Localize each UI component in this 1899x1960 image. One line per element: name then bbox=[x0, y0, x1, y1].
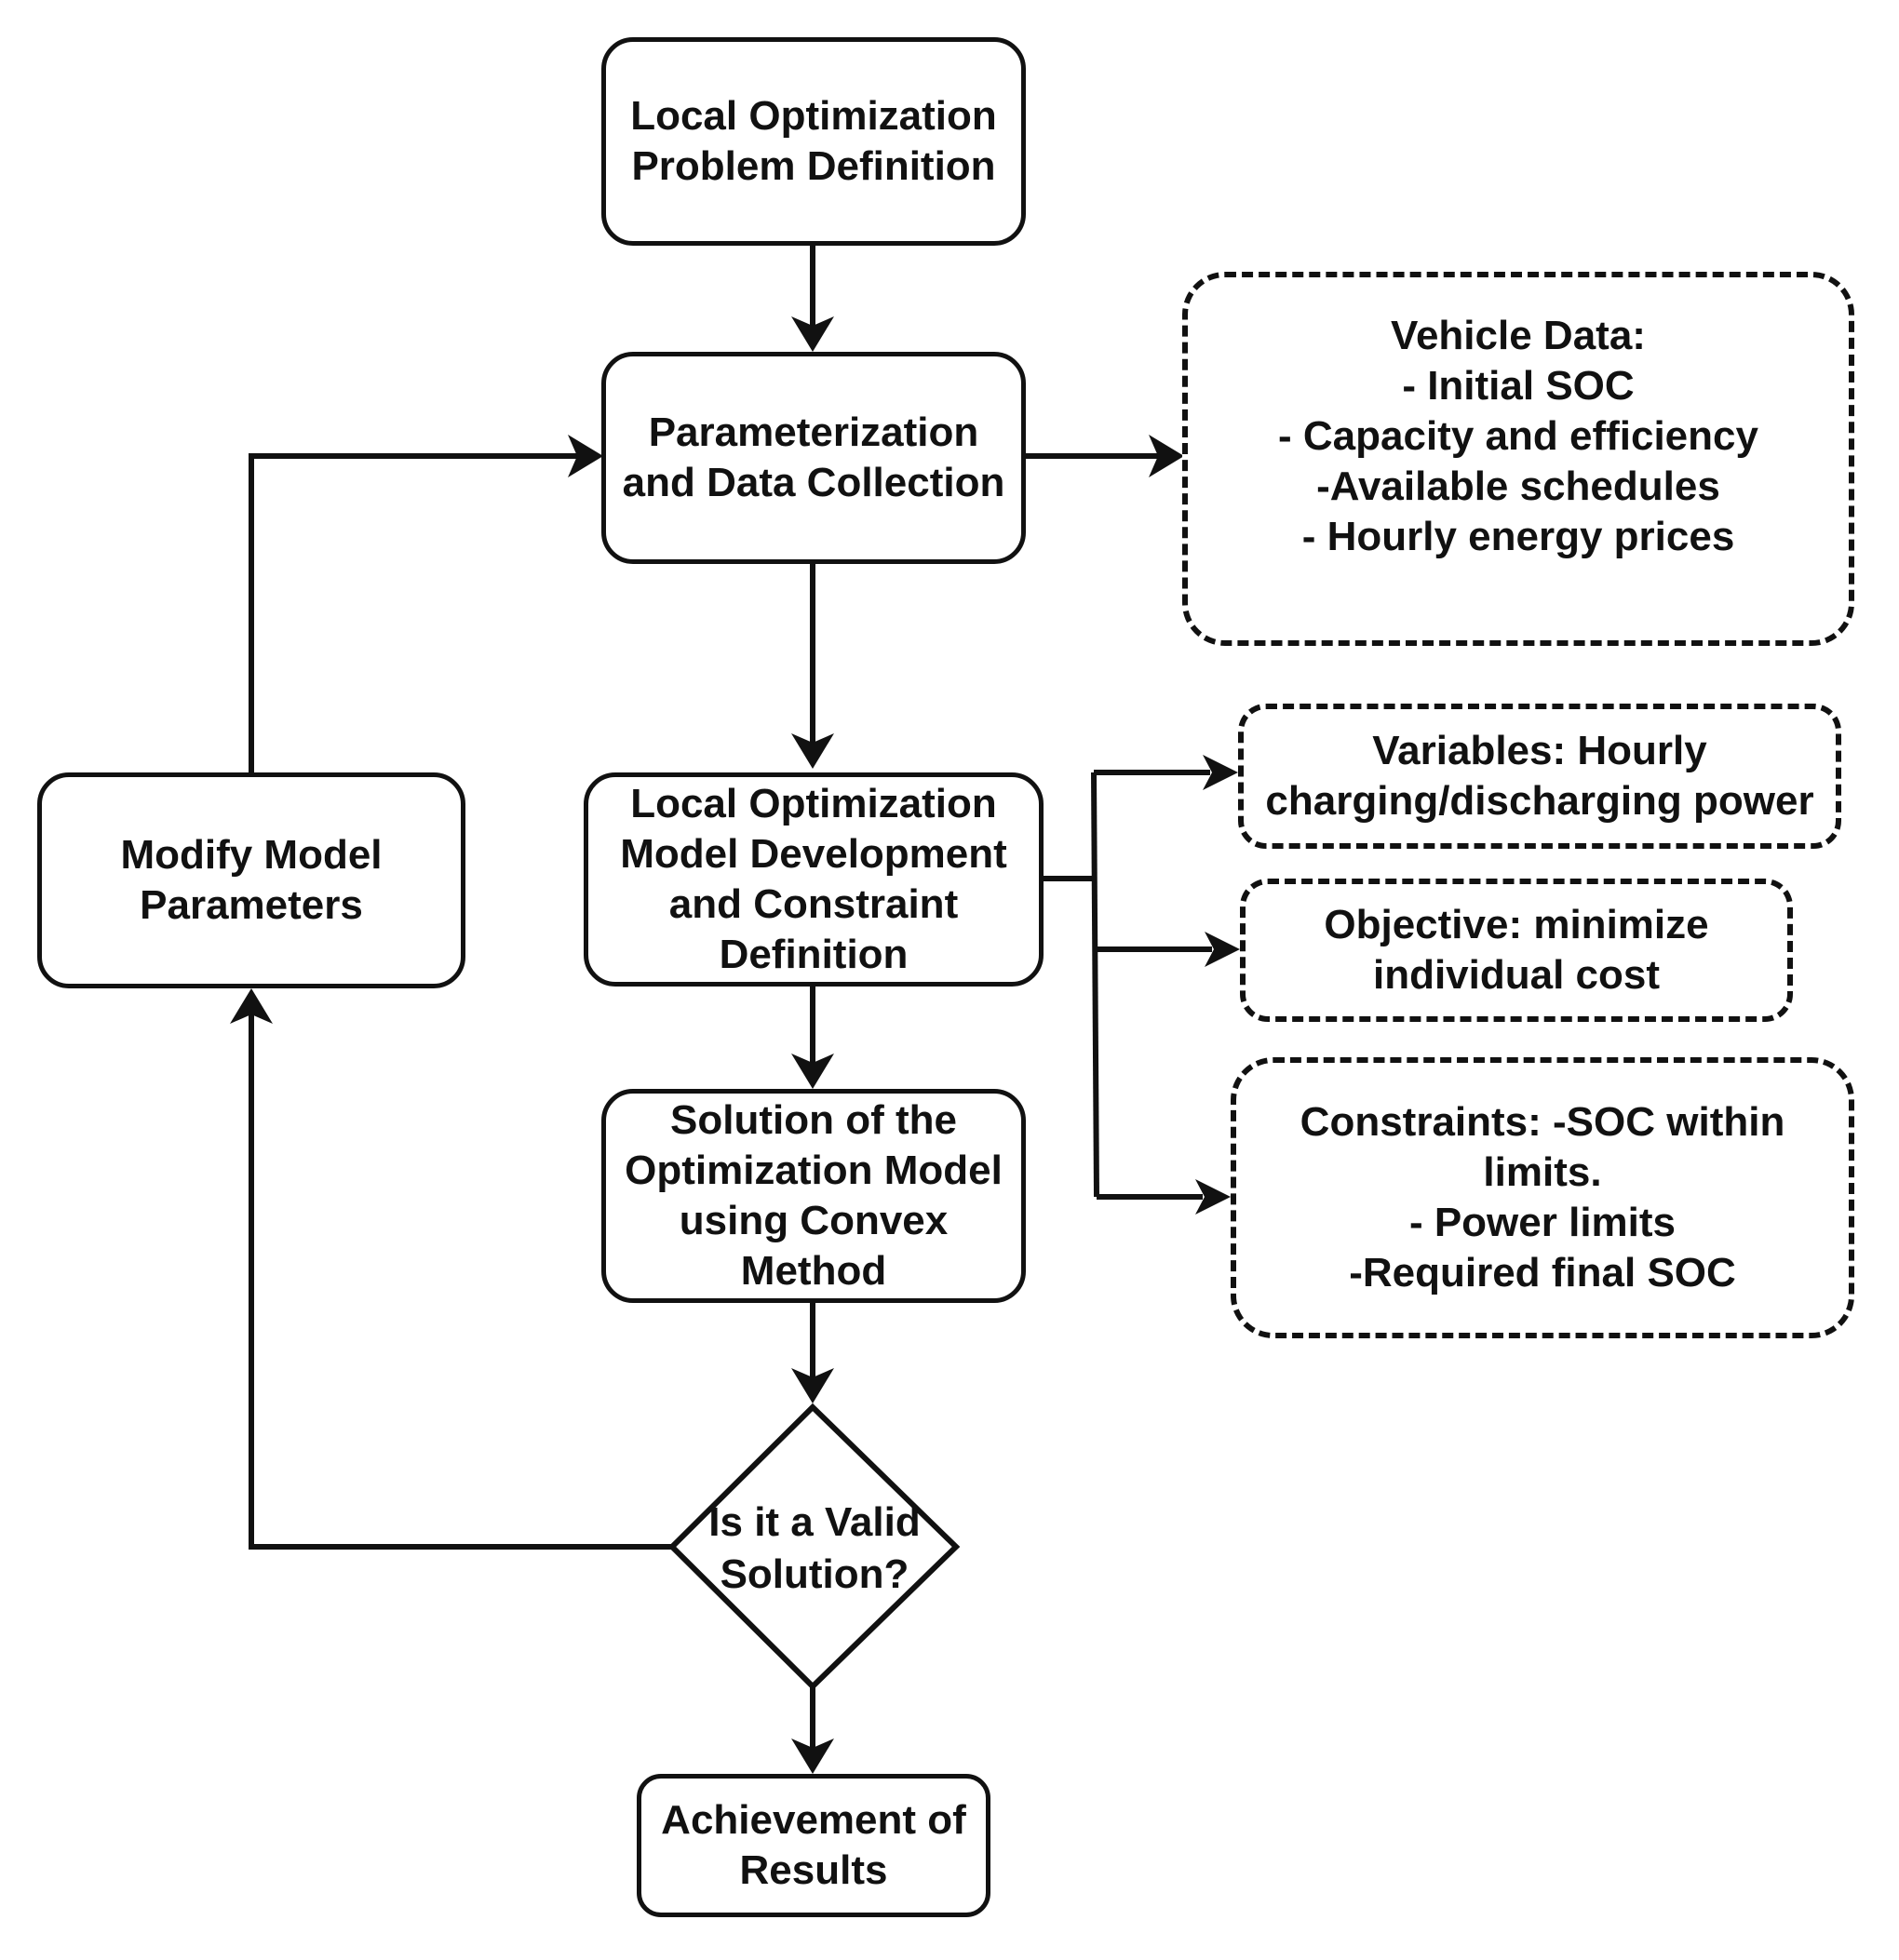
vehicle-data-title: Vehicle Data: bbox=[1391, 313, 1646, 358]
problem-definition-box: Local Optimization Problem Definition bbox=[601, 37, 1026, 246]
arrowhead-right-objective bbox=[1205, 932, 1240, 967]
arrowhead-down-1 bbox=[791, 316, 834, 352]
constraints-lines: Constraints: -SOC within limits. - Power… bbox=[1282, 1097, 1803, 1298]
arrowhead-right-vehicle-data bbox=[1149, 435, 1184, 477]
problem-definition-label: Local Optimization Problem Definition bbox=[630, 93, 997, 189]
arrowhead-down-3 bbox=[791, 1054, 834, 1089]
constraints-item: -Required final SOC bbox=[1349, 1250, 1736, 1295]
constraints-title: Constraints: -SOC within limits. bbox=[1300, 1099, 1785, 1195]
achievement-box: Achievement of Results bbox=[637, 1774, 990, 1917]
arrowhead-up-modify bbox=[230, 988, 273, 1024]
arrowhead-right-variables bbox=[1203, 755, 1238, 790]
decision-label: Is it a Valid Solution? bbox=[708, 1499, 921, 1597]
model-development-box: Local Optimization Model Development and… bbox=[584, 772, 1044, 987]
modify-parameters-label: Modify Model Parameters bbox=[120, 832, 383, 928]
decision-diamond bbox=[667, 1403, 961, 1691]
vehicle-data-item: -Available schedules bbox=[1316, 463, 1720, 509]
parameterization-box: Parameterization and Data Collection bbox=[601, 352, 1026, 564]
arrow-decision-to-modify bbox=[249, 1014, 672, 1550]
variables-label: Variables: Hourly charging/discharging p… bbox=[1265, 728, 1814, 824]
constraints-item: - Power limits bbox=[1408, 1200, 1677, 1245]
branch-trunk bbox=[1091, 772, 1099, 1198]
arrowhead-right-parameterization bbox=[568, 435, 603, 477]
arrowhead-down-5 bbox=[791, 1738, 834, 1774]
achievement-label: Achievement of Results bbox=[661, 1797, 966, 1893]
vehicle-data-lines: Vehicle Data: - Initial SOC - Capacity a… bbox=[1278, 311, 1758, 562]
solution-box: Solution of the Optimization Model using… bbox=[601, 1089, 1026, 1303]
parameterization-label: Parameterization and Data Collection bbox=[622, 409, 1005, 505]
modify-parameters-box: Modify Model Parameters bbox=[37, 772, 465, 988]
objective-note: Objective: minimize individual cost bbox=[1240, 879, 1793, 1022]
vehicle-data-item: - Hourly energy prices bbox=[1301, 514, 1735, 559]
arrowhead-right-constraints bbox=[1195, 1179, 1231, 1215]
arrow-modify-to-parameterization bbox=[249, 453, 579, 772]
vehicle-data-item: - Initial SOC bbox=[1402, 363, 1635, 409]
objective-label: Objective: minimize individual cost bbox=[1324, 902, 1709, 998]
solution-label: Solution of the Optimization Model using… bbox=[625, 1097, 1003, 1294]
arrowhead-down-2 bbox=[791, 733, 834, 769]
arrowhead-down-4 bbox=[791, 1368, 834, 1403]
model-development-label: Local Optimization Model Development and… bbox=[620, 781, 1007, 977]
vehicle-data-item: - Capacity and efficiency bbox=[1278, 413, 1758, 459]
variables-note: Variables: Hourly charging/discharging p… bbox=[1238, 704, 1841, 849]
constraints-note: Constraints: -SOC within limits. - Power… bbox=[1231, 1057, 1854, 1338]
vehicle-data-note: Vehicle Data: - Initial SOC - Capacity a… bbox=[1182, 272, 1854, 646]
